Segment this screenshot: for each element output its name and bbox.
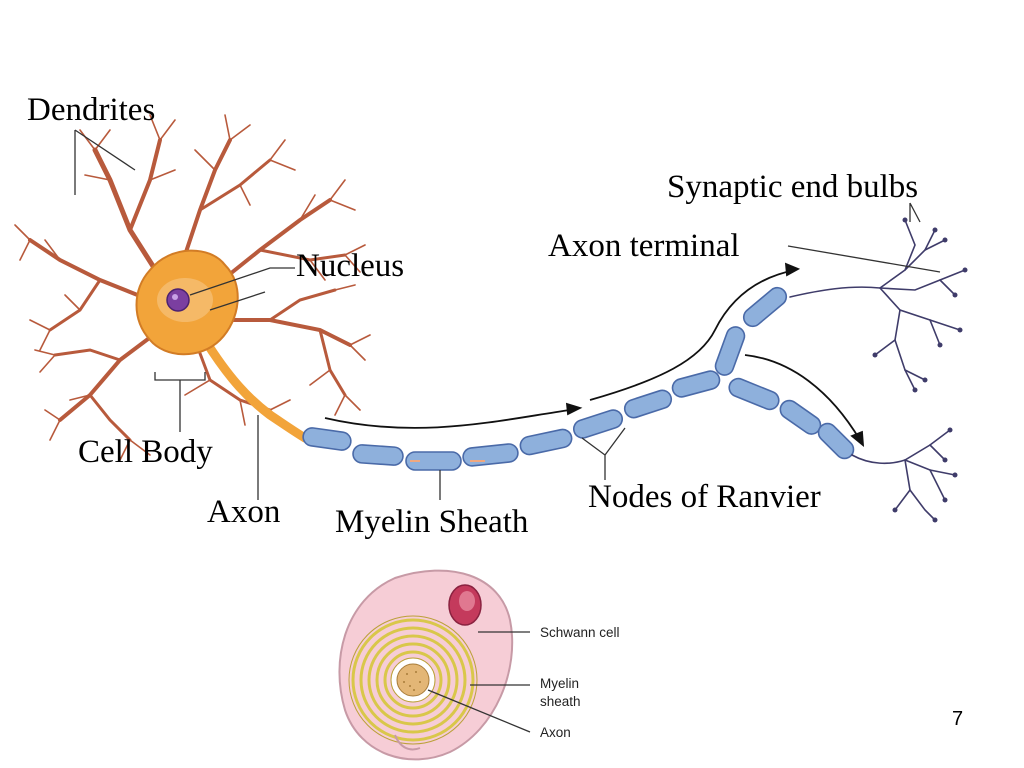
signal-direction-arrows xyxy=(324,262,865,448)
label-myelin-sheath: Myelin Sheath xyxy=(335,504,529,540)
label-synaptic-end-bulbs: Synaptic end bulbs xyxy=(667,169,918,205)
dendrites xyxy=(14,114,371,461)
label-myelin-line2: sheath xyxy=(540,694,581,709)
label-dendrites: Dendrites xyxy=(27,92,155,128)
axon-terminals xyxy=(789,217,968,523)
label-axon: Axon xyxy=(207,494,280,530)
label-nodes-of-ranvier: Nodes of Ranvier xyxy=(588,479,821,515)
label-schwann-cell: Schwann cell xyxy=(540,625,620,640)
leader-lines xyxy=(74,129,941,500)
page-number: 7 xyxy=(952,708,963,730)
label-cross-axon: Axon xyxy=(540,725,571,740)
label-myelin-line1: Myelin xyxy=(540,676,579,691)
label-nucleus: Nucleus xyxy=(296,248,404,284)
label-axon-terminal: Axon terminal xyxy=(548,228,740,264)
axon-hillock xyxy=(200,335,310,443)
cell-body xyxy=(135,249,239,356)
myelin-sheath-segments xyxy=(302,286,855,471)
myelin-cross-section: Schwann cell Myelin sheath Axon xyxy=(338,569,620,761)
nucleus xyxy=(166,288,190,312)
label-cell-body: Cell Body xyxy=(78,434,213,470)
